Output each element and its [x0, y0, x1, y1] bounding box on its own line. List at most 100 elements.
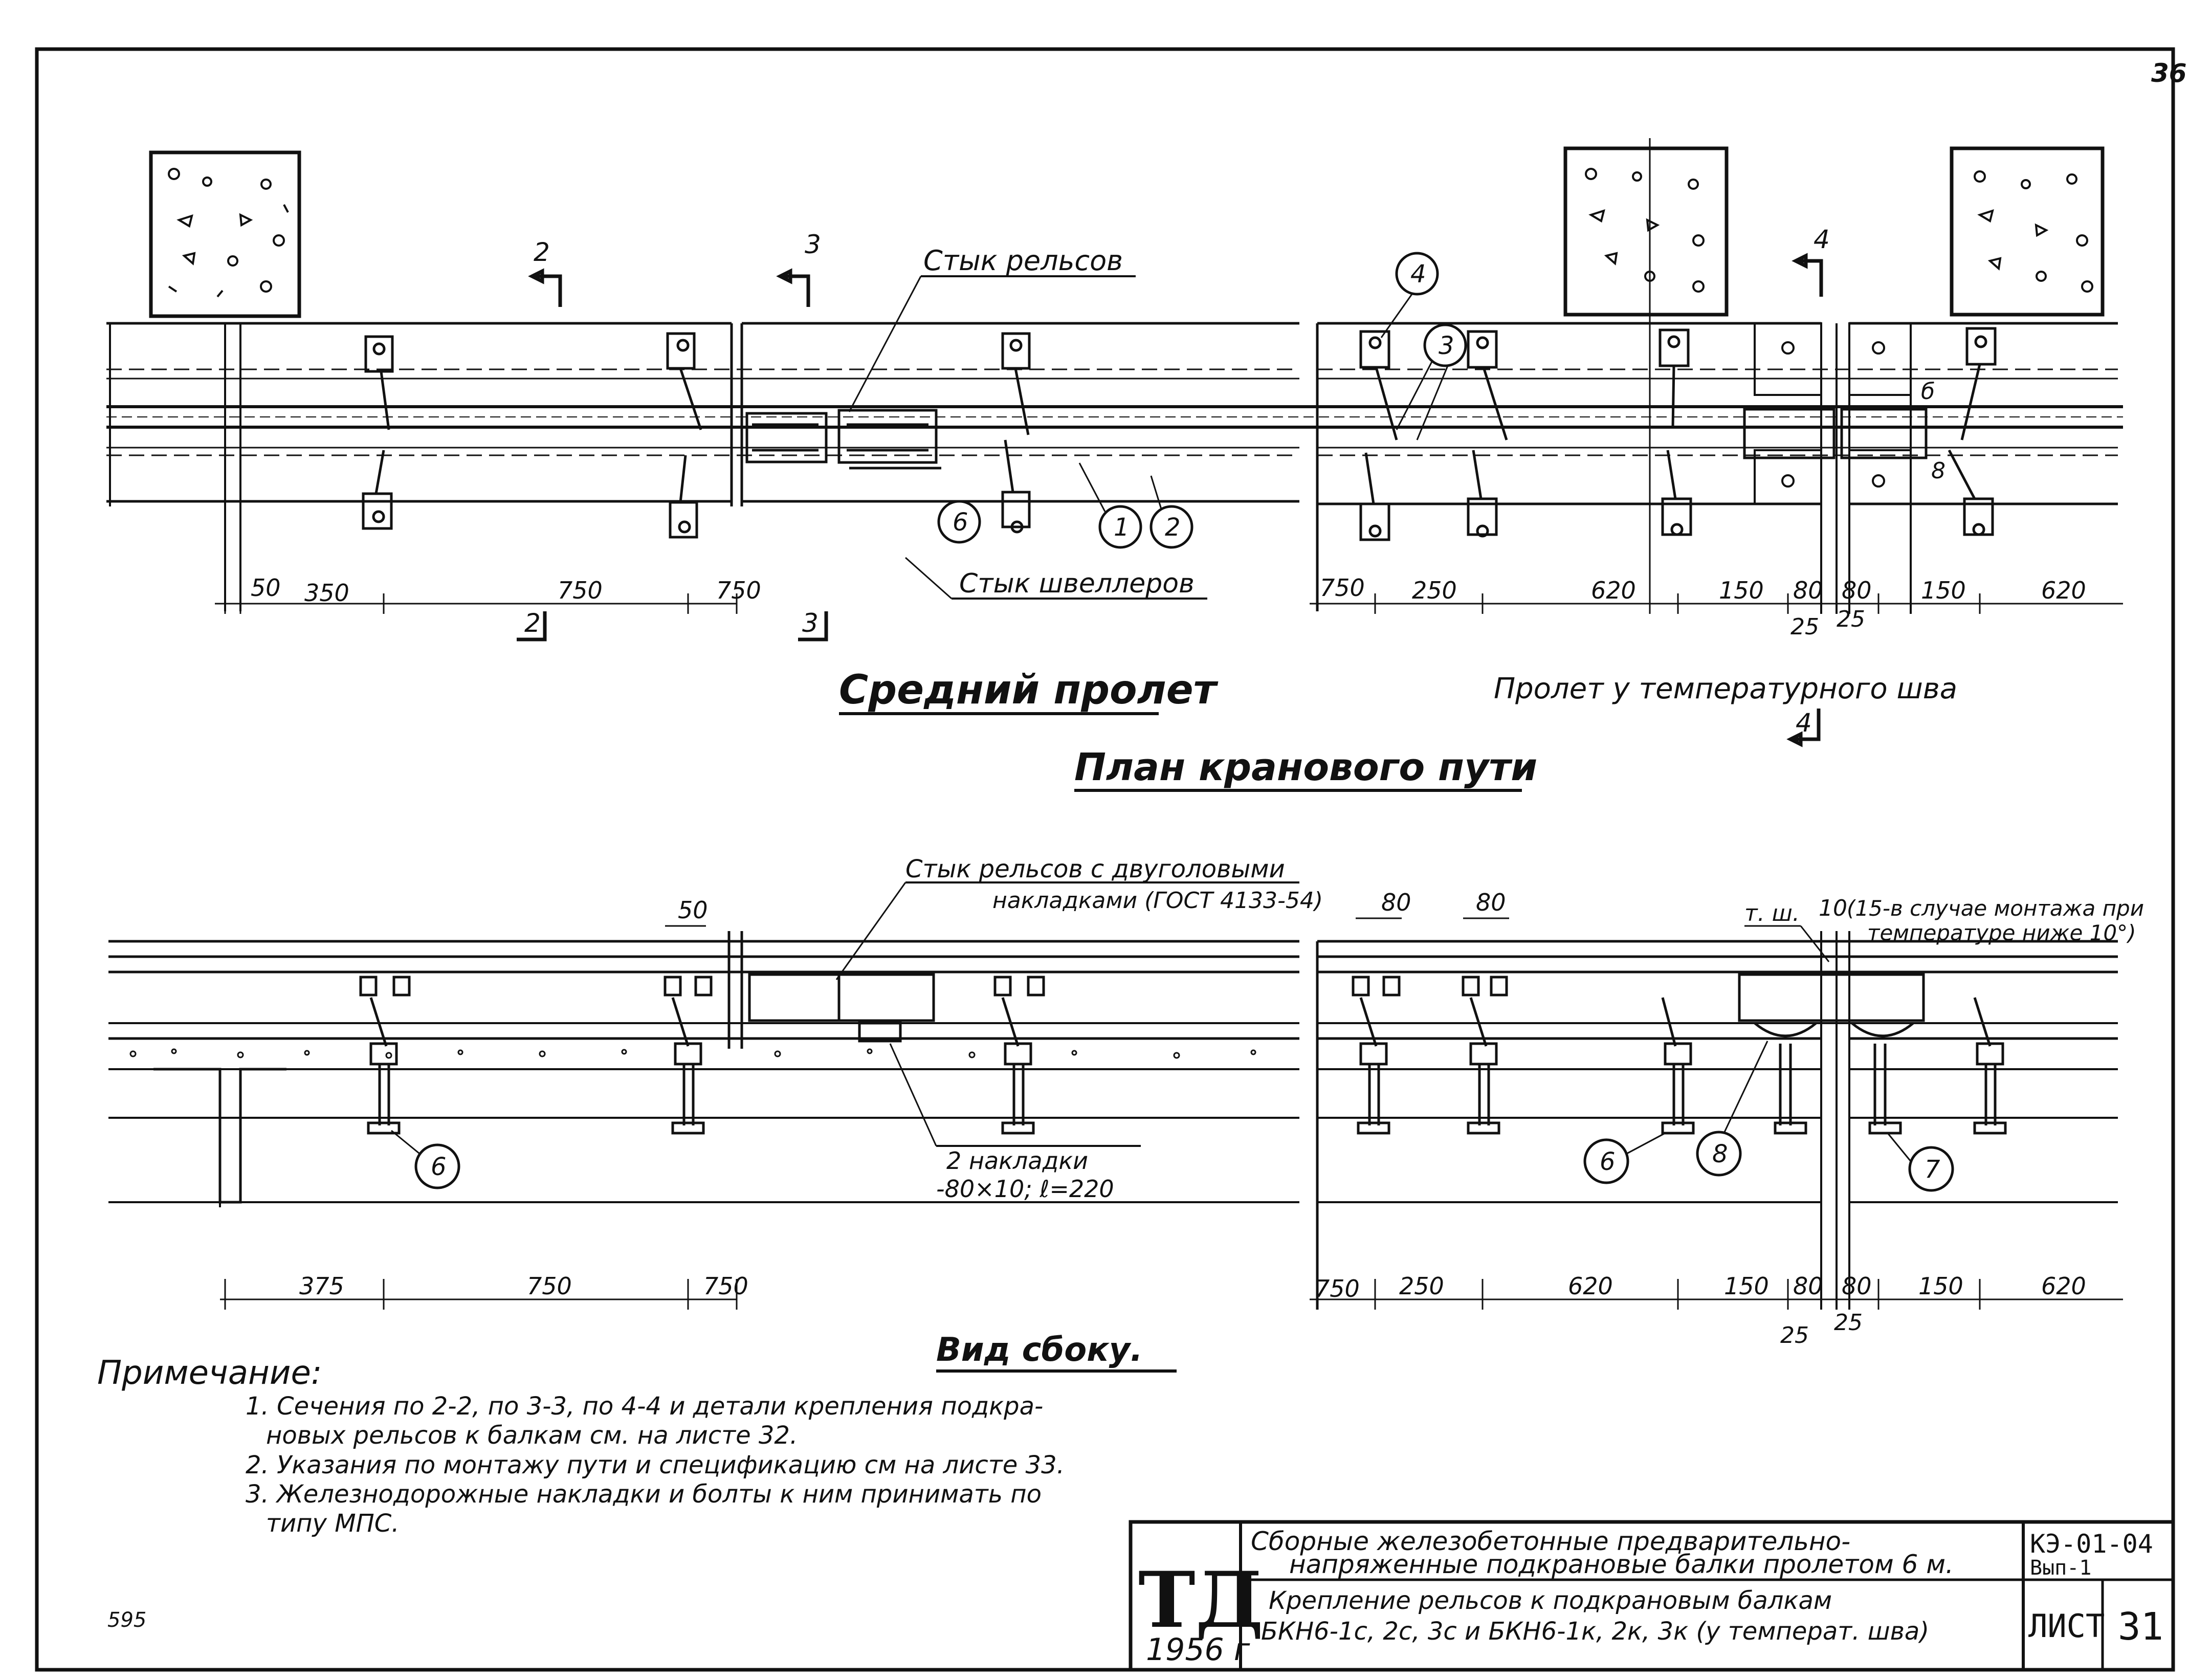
code-line1: КЭ-01-04 [2030, 1529, 2153, 1559]
callout-1-plan [1098, 505, 1142, 549]
dim-plan-r-80b: 80 [1842, 577, 1872, 604]
dim-plan-r-750: 750 [1320, 574, 1365, 602]
stamp-td: ТД [1138, 1555, 1264, 1645]
plan-rail-joint [745, 409, 941, 470]
title-plan: План кранового пути [1074, 745, 1537, 789]
notes-heading: Примечание: [97, 1354, 322, 1392]
plates-label-line1: 2 накладки [946, 1147, 1088, 1175]
callout-3-plan [1423, 323, 1467, 367]
gap-10-label: 10 [1819, 895, 1847, 921]
dim-plan-350: 350 [304, 579, 349, 607]
stamp-year: 1956 г [1146, 1632, 1250, 1668]
section-3-bottom-label: 3 [802, 608, 819, 638]
desc-line1: Крепление рельсов к подкрановым балкам [1269, 1586, 1832, 1615]
callout-8-side-text: 8 [1712, 1140, 1728, 1168]
title-line1: Сборные железобетонные предварительно- [1251, 1527, 1850, 1556]
dim-side-r-750: 750 [1315, 1275, 1360, 1302]
plan-dimensions-right: 750 250 620 150 80 80 150 620 25 25 [1310, 574, 2123, 640]
section-mark-3-bottom [798, 611, 828, 642]
side-right-annotations: 80 80 т. ш. 10 (15-в случае монтажа при … [1356, 889, 2144, 1192]
dim-side-r-80a: 80 [1793, 1272, 1823, 1300]
note-1-line1: 1. Сечения по 2-2, по 3-3, по 4-4 и дета… [246, 1392, 1043, 1421]
callout-6-plan-text: 6 [953, 508, 968, 537]
dim-side-r-150a: 150 [1724, 1272, 1769, 1300]
side-left-section [108, 931, 1299, 1207]
callout-3-plan-text: 3 [1439, 331, 1454, 360]
plan-dimensions-left: 50 350 750 750 [215, 574, 761, 614]
plan-gap-b: б [1921, 379, 1935, 405]
rail-joint-label: Стык рельсов [923, 245, 1123, 277]
plan-clamps [362, 332, 1031, 539]
joint-label-line2: накладками (ГОСТ 4133-54) [992, 888, 1323, 914]
note-1-line2: новых рельсов к балкам см. на листе 32. [266, 1421, 798, 1450]
dim-side-r-620: 620 [1568, 1272, 1613, 1300]
desc-line2: БКН6-1с, 2с, 3с и БКН6-1к, 2к, 3к (у тем… [1261, 1617, 1929, 1646]
callout-6-plan [937, 500, 981, 544]
section-2-bottom-label: 2 [524, 608, 541, 638]
dim-plan-gap-25b: 25 [1837, 606, 1865, 632]
sheet-number: 36 [2151, 58, 2187, 88]
callout-1-plan-text: 1 [1114, 513, 1130, 542]
concrete-column-right-1 [1563, 146, 1729, 317]
title-middle-span: Средний пролет [839, 667, 1219, 713]
dim-side-r-250: 250 [1399, 1272, 1444, 1300]
notes-block: Примечание: 1. Сечения по 2-2, по 3-3, п… [97, 1354, 1065, 1538]
note-3-line1: 3. Железнодорожные накладки и болты к ни… [246, 1480, 1042, 1509]
code-line2: Вып-1 [2030, 1556, 2091, 1580]
dim-side-gap-25b: 25 [1834, 1310, 1863, 1336]
plates-label-line2: -80×10; ℓ=220 [936, 1175, 1114, 1203]
drawing-frame [35, 47, 2175, 1672]
plan-left-section [106, 150, 2123, 611]
plan-right-annotations: 4 3 4 б 8 [1380, 225, 1945, 484]
dim-plan-r-250: 250 [1412, 577, 1457, 604]
temp-joint-label: т. ш. [1744, 900, 1800, 926]
side-right-section [1316, 931, 2118, 1310]
note-2: 2. Указания по монтажу пути и спецификац… [246, 1451, 1065, 1479]
title-side-view: Вид сбоку. [936, 1331, 1143, 1369]
section-2-top-label: 2 [534, 237, 550, 267]
dim-side-r-80b: 80 [1842, 1272, 1872, 1300]
dim-plan-50: 50 [251, 574, 281, 602]
joint-label-line1: Стык рельсов с двуголовыми [905, 855, 1285, 883]
concrete-column-left [149, 150, 301, 318]
callout-7-side [1908, 1146, 1954, 1192]
concrete-column-right-2 [1950, 146, 2105, 317]
dim-plan-r-620b: 620 [2041, 577, 2086, 604]
callout-6-side-right [1583, 1138, 1629, 1184]
top-dim-80b: 80 [1476, 889, 1506, 916]
dim-side-gap-25a: 25 [1780, 1322, 1809, 1349]
title-block: ТД 1956 г Сборные железобетонные предвар… [1129, 1520, 2175, 1672]
corner-number: 595 [107, 1608, 146, 1632]
plan-right-clamps [1359, 327, 1997, 541]
title-line2: напряженные подкрановые балки пролетом 6… [1289, 1550, 1954, 1579]
top-dim-50: 50 [678, 896, 708, 924]
channel-joint-label: Стык швеллеров [959, 568, 1195, 599]
callout-6-side-right-text: 6 [1600, 1147, 1616, 1176]
callout-2-plan [1149, 505, 1193, 549]
callout-8-side [1696, 1131, 1742, 1177]
callout-6-side-left-text: 6 [431, 1153, 447, 1181]
note-3-line2: типу МПС. [266, 1509, 399, 1538]
dim-plan-750a: 750 [558, 577, 603, 604]
title-temp-joint-span: Пролет у температурного шва [1494, 672, 1957, 705]
dim-side-r-620b: 620 [2041, 1272, 2086, 1300]
sheet-no: 31 [2118, 1605, 2163, 1649]
dim-plan-r-620: 620 [1591, 577, 1636, 604]
plan-right-section [1316, 138, 2118, 614]
callout-7-side-text: 7 [1925, 1155, 1940, 1184]
dim-plan-r-150b: 150 [1921, 577, 1966, 604]
note-15-line1: (15-в случае монтажа при [1847, 896, 2144, 921]
dim-side-r-150b: 150 [1918, 1272, 1963, 1300]
section-4-top-label: 4 [1814, 225, 1830, 254]
column-aggregate-left [168, 168, 289, 298]
side-left-clamps [359, 973, 1045, 1135]
note-15-line2: температуре ниже 10°) [1867, 920, 2136, 945]
top-dim-80a: 80 [1381, 889, 1411, 916]
callout-6-side-left [414, 1143, 460, 1189]
plan-annotations: Стык рельсов Стык швеллеров 2 3 2 3 6 1 … [517, 230, 1207, 642]
dim-side-750a: 750 [527, 1272, 572, 1300]
section-4-bottom-label: 4 [1796, 708, 1812, 738]
plan-gap-8: 8 [1931, 458, 1945, 484]
side-left-annotations: Стык рельсов с двуголовыми накладками (Г… [391, 855, 1323, 1203]
